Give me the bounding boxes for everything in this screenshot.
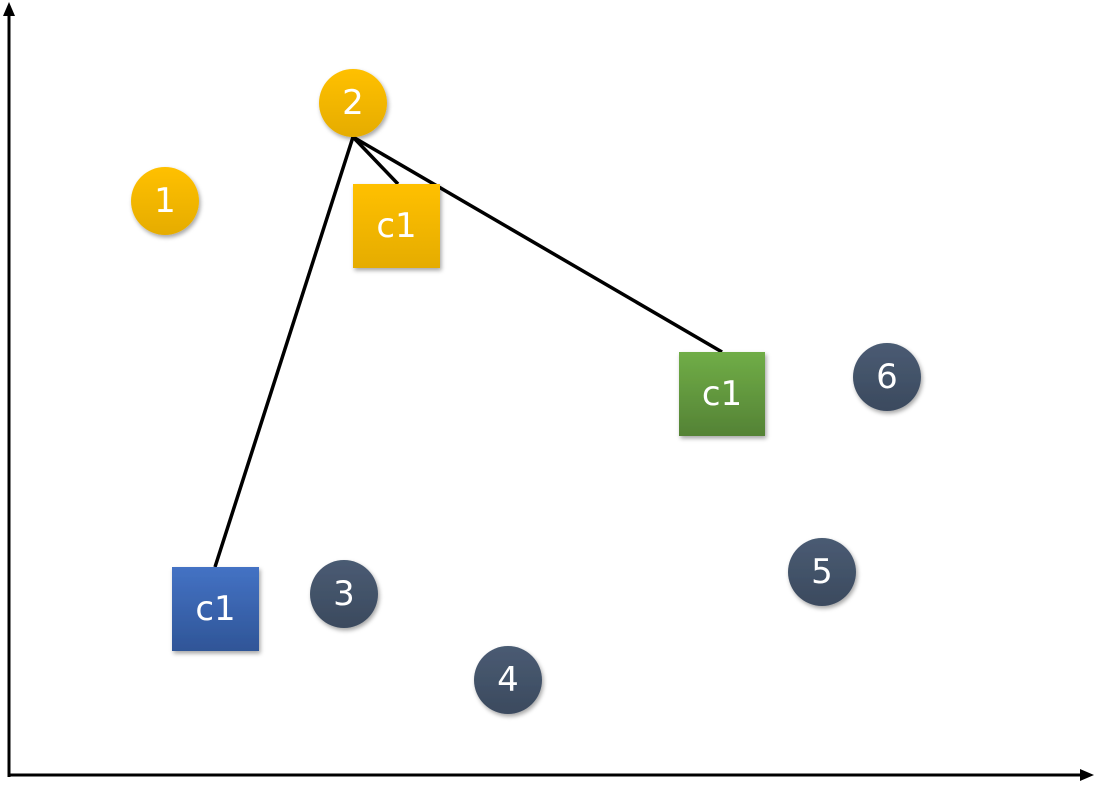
centroid-label-blue: c1 <box>195 589 235 629</box>
centroid-label-green: c1 <box>702 374 742 414</box>
centroids: c1 c1 c1 <box>172 184 765 651</box>
centroid-green: c1 <box>679 352 765 436</box>
point-label-3: 3 <box>333 574 355 614</box>
point-label-6: 6 <box>876 357 898 397</box>
centroid-square-green <box>679 352 765 436</box>
point-2: 2 <box>319 69 387 137</box>
point-5: 5 <box>788 538 856 606</box>
point-circle-3 <box>310 560 378 628</box>
point-1: 1 <box>131 167 199 235</box>
connector-line-2-to-green <box>352 135 723 354</box>
point-label-2: 2 <box>342 83 364 123</box>
point-6: 6 <box>853 343 921 411</box>
connector-line-2-to-orange <box>351 135 400 186</box>
y-axis-arrow-icon <box>3 2 15 16</box>
centroid-label-orange: c1 <box>376 206 416 246</box>
point-3: 3 <box>310 560 378 628</box>
centroid-square-orange <box>353 184 440 268</box>
connector-lines <box>213 135 723 568</box>
point-4: 4 <box>474 646 542 714</box>
point-label-4: 4 <box>497 660 519 700</box>
axes <box>3 2 1094 781</box>
point-circle-4 <box>474 646 542 714</box>
centroid-blue: c1 <box>172 567 259 651</box>
point-circle-5 <box>788 538 856 606</box>
point-label-1: 1 <box>154 181 176 221</box>
points: 1 2 3 4 5 6 <box>131 69 921 714</box>
point-circle-6 <box>853 343 921 411</box>
point-circle-1 <box>131 167 199 235</box>
point-label-5: 5 <box>811 552 833 592</box>
x-axis-arrow-icon <box>1080 769 1094 781</box>
connector-line-2-to-blue <box>213 136 355 568</box>
centroid-square-blue <box>172 567 259 651</box>
point-circle-2 <box>319 69 387 137</box>
centroid-orange: c1 <box>353 184 440 268</box>
